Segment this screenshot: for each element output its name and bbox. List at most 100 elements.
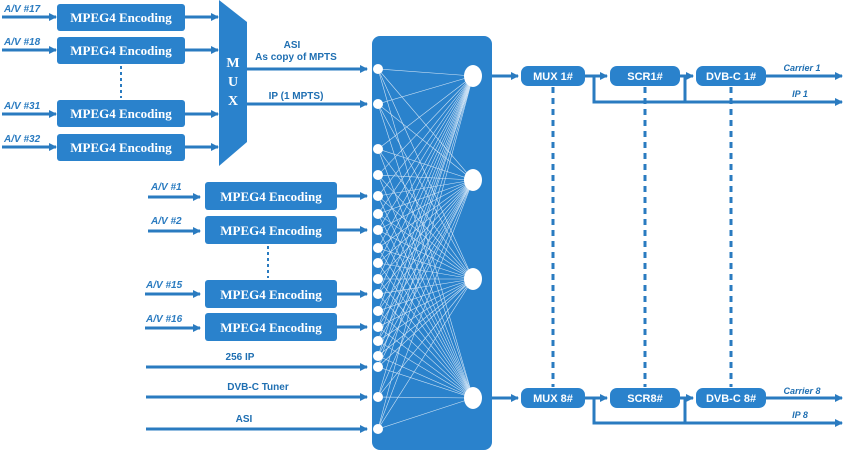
mux-letter: X [228,94,238,109]
bottom-input-label: A/V #2 [150,216,182,227]
ip-output-label: IP 8 [792,410,808,420]
encoder-label: MPEG4 Encoding [70,140,172,155]
matrix-link [377,179,474,357]
bottom-input-av16: A/V #16 [145,314,201,332]
encoder-box: MPEG4 Encoding [205,182,337,210]
matrix-input-port [373,362,383,372]
dvbc-modulator-module [696,388,766,408]
scrambler-module-label: SCR1# [627,71,662,83]
output-chain-8: MUX 8# SCR8# DVB-C 8# Carrier 8 IP 8 [492,386,843,427]
matrix-link [377,179,474,249]
matrix-link [377,179,474,398]
encoder-label: MPEG4 Encoding [220,320,322,335]
matrix-link [377,75,474,280]
matrix-link [377,75,474,368]
top-input-av18: A/V #18 [2,37,57,54]
matrix-link [377,179,474,430]
top-input-label: A/V #17 [3,4,41,15]
matrix-link [377,75,474,197]
mux-letter: U [228,75,238,90]
matrix-link [377,103,474,399]
matrix-link [377,262,474,280]
matrix-input-port [373,64,383,74]
encoder-box: MPEG4 Encoding [205,216,337,244]
matrix-output-port [464,268,482,290]
matrix-link [377,75,474,105]
matrix-link [377,75,474,215]
matrix-link [377,103,474,280]
bottom-input-label: A/V #15 [145,280,183,291]
matrix-input-port [373,258,383,268]
bottom-input-av2: A/V #2 [148,216,201,235]
matrix-link [377,278,474,312]
ip-output-label: IP 1 [792,89,808,99]
matrix-link [377,179,474,231]
matrix-input-port [373,225,383,235]
mux-block: M U X [219,0,247,166]
matrix-link [377,396,474,399]
mux-module-label: MUX 1# [533,71,573,83]
matrix-link [377,75,474,231]
matrix-link [377,247,474,280]
encoder-label: MPEG4 Encoding [220,223,322,238]
asi-label: ASI [284,40,301,51]
matrix-internal-lines [377,68,474,430]
matrix-link [377,355,474,399]
matrix-input-port [373,322,383,332]
matrix-link [377,68,474,181]
carrier-label: Carrier 1 [783,63,820,73]
matrix-link [377,75,474,176]
matrix-link [377,75,474,398]
matrix-link [377,174,474,280]
carrier-label: Carrier 8 [783,386,820,396]
mux-letter: M [226,56,239,71]
matrix-link [377,103,474,181]
input-256-ip-label: 256 IP [226,352,255,363]
bottom-input-av1: A/V #1 [148,182,201,201]
matrix-link [377,68,474,280]
input-asi-label: ASI [236,414,253,425]
top-input-label: A/V #31 [3,101,41,112]
matrix-input-port [373,99,383,109]
matrix-input-port [373,191,383,201]
matrix-input-port [373,170,383,180]
matrix-link [377,68,474,399]
matrix-input-port [373,336,383,346]
encoder-box: MPEG4 Encoding [57,37,185,64]
matrix-link [377,179,474,368]
matrix-link [377,75,474,357]
matrix-link [377,397,474,430]
matrix-input-port [373,144,383,154]
input-dvbc-tuner: DVB-C Tuner [146,382,368,401]
matrix-input-port [373,351,383,361]
matrix-input-port [373,289,383,299]
matrix-link [377,75,474,328]
mux-module [521,66,585,86]
top-input-label: A/V #18 [3,37,41,48]
bottom-input-label: A/V #16 [145,314,183,325]
matrix-output-port [464,169,482,191]
dvbc-module-label: DVB-C 8# [706,393,756,405]
matrix-link [377,278,474,398]
input-asi: ASI [146,414,368,433]
matrix-link [377,179,474,197]
matrix-link [377,68,474,77]
matrix-link [377,179,474,312]
matrix-link [377,278,474,295]
matrix-link [377,366,474,399]
top-input-av17: A/V #17 [2,4,57,21]
matrix-link [377,75,474,295]
matrix-link [377,195,474,399]
matrix-output-port [464,65,482,87]
scrambler-module [610,66,680,86]
matrix-link [377,179,474,280]
matrix-ports [373,64,482,434]
dvbc-module-label: DVB-C 1# [706,71,756,83]
matrix-link [377,75,474,150]
matrix-link [377,179,474,215]
matrix-link [377,278,474,430]
encoder-label: MPEG4 Encoding [70,43,172,58]
top-input-label: A/V #32 [3,134,41,145]
matrix-input-port [373,243,383,253]
matrix-input-port [373,424,383,434]
